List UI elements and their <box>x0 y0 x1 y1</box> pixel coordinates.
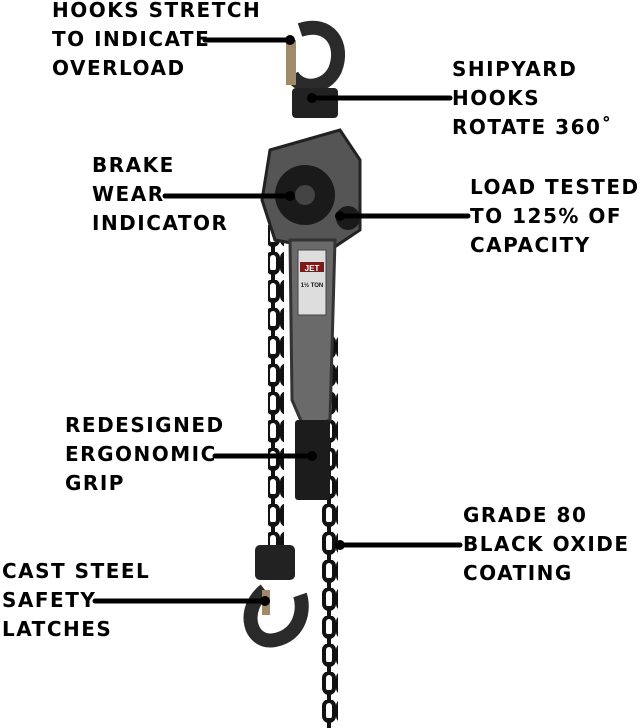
callout-line: GRIP <box>65 471 125 495</box>
callout-line: TO 125% OF <box>470 204 623 228</box>
callout-grade-80: GRADE 80 BLACK OXIDE COATING <box>463 501 630 588</box>
callout-line: SHIPYARD <box>452 57 578 81</box>
callout-line: ERGONOMIC <box>65 442 217 466</box>
callout-line: COATING <box>463 561 573 585</box>
capacity-label: 1½ TON <box>301 282 324 289</box>
callout-line: BRAKE <box>92 153 175 177</box>
callout-brake-wear: BRAKE WEAR INDICATOR <box>92 151 228 238</box>
callout-line: HOOKS STRETCH <box>52 0 262 22</box>
callout-safety-latches: CAST STEEL SAFETY LATCHES <box>2 557 150 644</box>
load-chain-left <box>268 225 284 545</box>
callout-line: CAPACITY <box>470 233 591 257</box>
callout-load-tested: LOAD TESTED TO 125% OF CAPACITY <box>470 173 640 260</box>
callout-ergonomic-grip: REDESIGNED ERGONOMIC GRIP <box>65 411 225 498</box>
callout-line: LOAD TESTED <box>470 175 640 199</box>
callout-line: REDESIGNED <box>65 413 225 437</box>
brand-label: JET <box>305 264 320 273</box>
callout-line: BLACK OXIDE <box>463 532 630 556</box>
callout-hooks-stretch: HOOKS STRETCH TO INDICATE OVERLOAD <box>52 0 261 83</box>
callout-line: GRADE 80 <box>463 503 588 527</box>
callout-line: TO INDICATE <box>52 27 211 51</box>
callout-shipyard-hooks: SHIPYARD HOOKS ROTATE 360˚ <box>452 55 613 142</box>
callout-line: SAFETY <box>2 588 97 612</box>
callout-line: ROTATE 360˚ <box>452 115 613 139</box>
callout-line: CAST STEEL <box>2 559 151 583</box>
callout-line: OVERLOAD <box>52 56 186 80</box>
callout-line: WEAR <box>92 182 165 206</box>
bottom-hook <box>243 545 309 648</box>
callout-lines <box>92 35 471 606</box>
callout-line: LATCHES <box>2 617 113 641</box>
callout-line: HOOKS <box>452 86 541 110</box>
callout-line: INDICATOR <box>92 211 229 235</box>
